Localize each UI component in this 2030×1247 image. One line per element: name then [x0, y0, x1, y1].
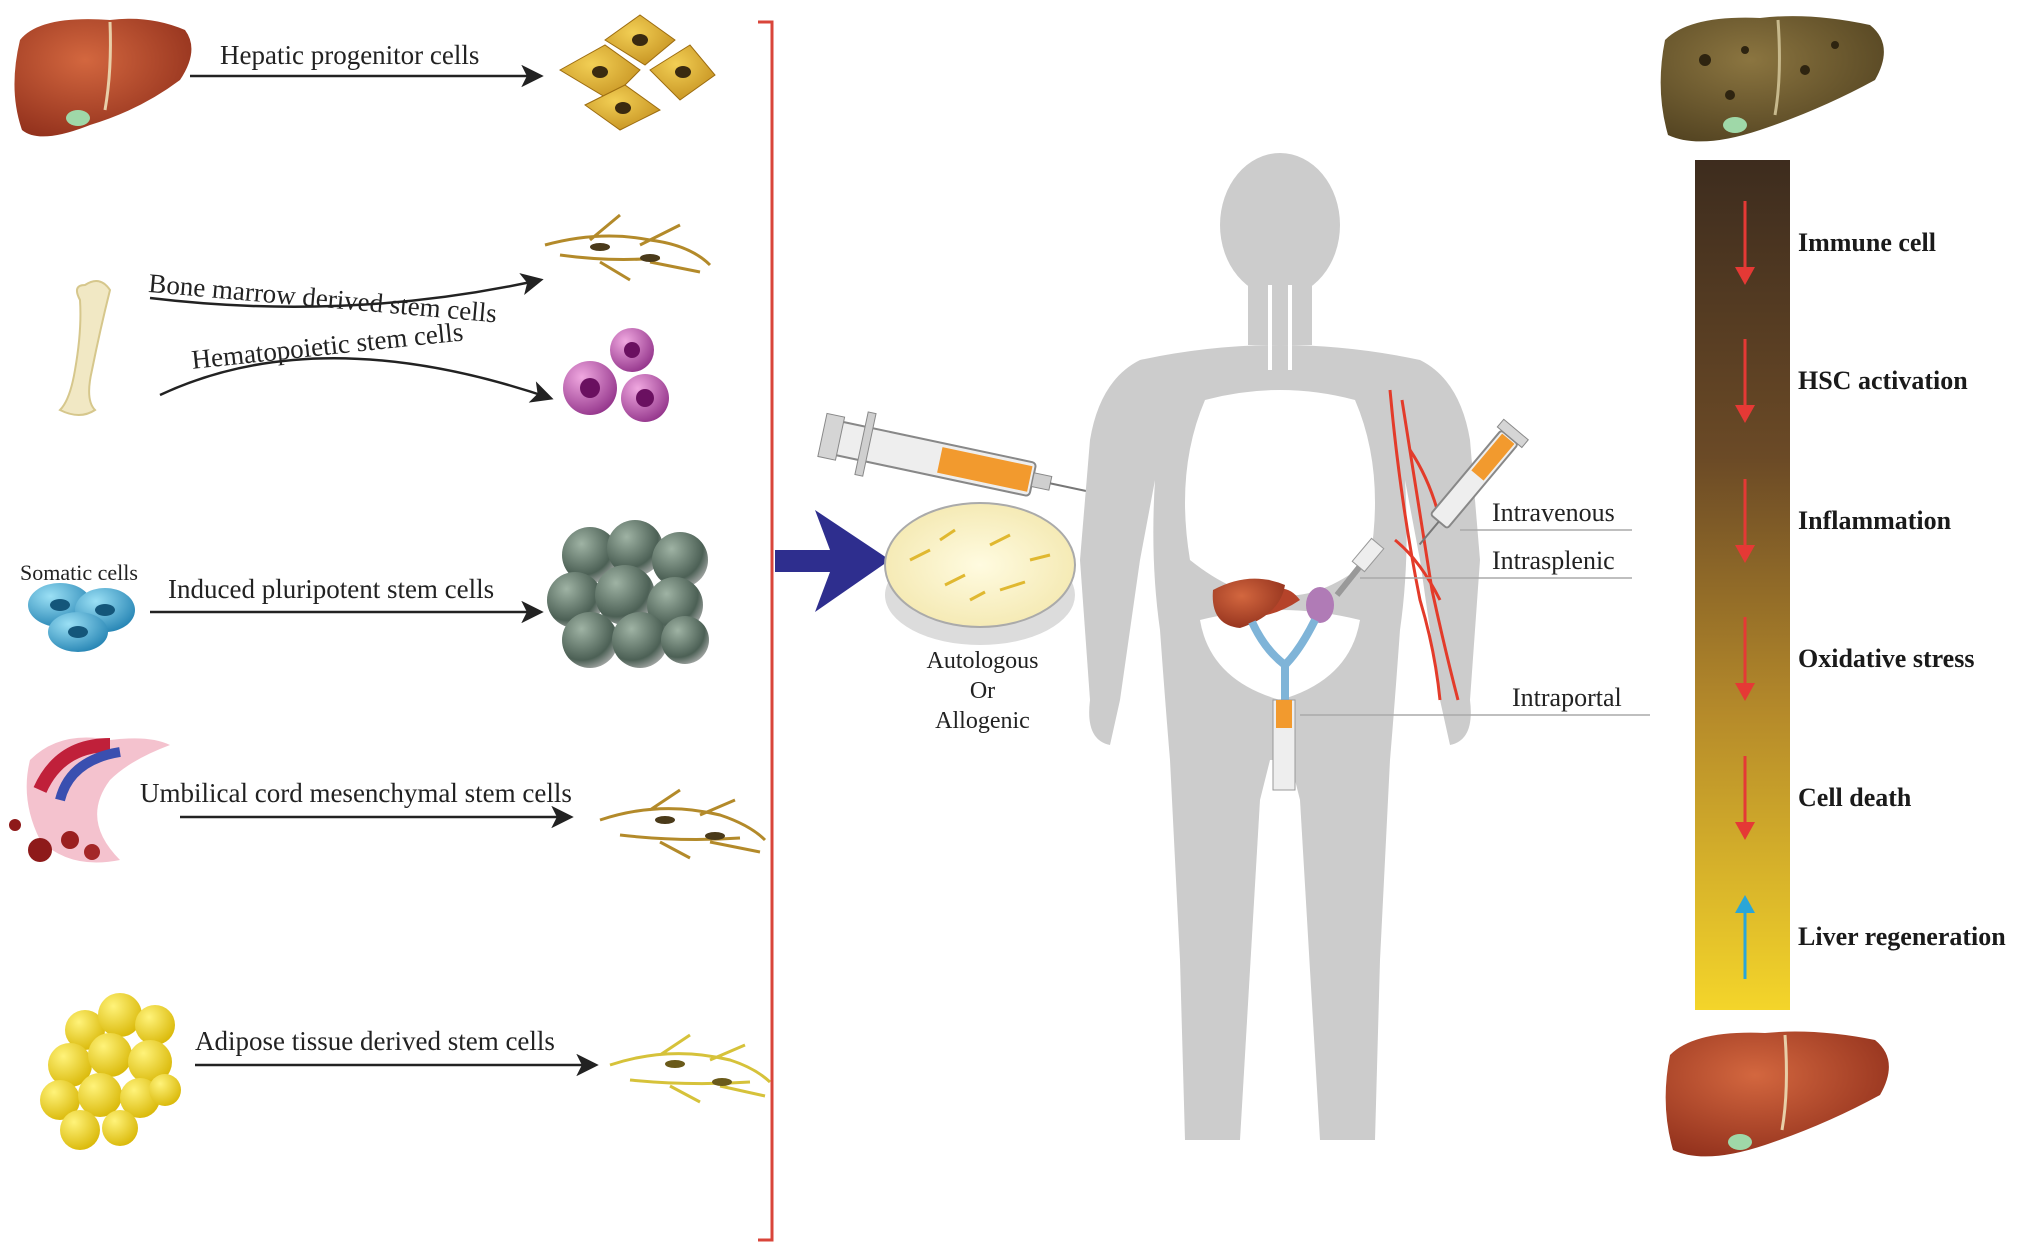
arrow-down-icon — [1735, 267, 1755, 285]
ipsc-cells-icon — [547, 520, 709, 668]
arrow-down-icon — [1735, 545, 1755, 563]
diseased-liver-icon — [1660, 16, 1884, 142]
arm-syringe-icon — [1418, 418, 1529, 546]
source-bracket — [758, 20, 774, 1242]
label-hepatic-progenitor: Hepatic progenitor cells — [220, 40, 480, 70]
syringe-icon — [817, 411, 1092, 497]
arrow-down-icon — [1735, 405, 1755, 423]
healthy-liver-icon — [1665, 1031, 1889, 1157]
arrow-down-icon — [1735, 683, 1755, 701]
effect-arrows — [1735, 201, 1755, 979]
label-intraportal: Intraportal — [1512, 683, 1622, 712]
umbilical-msc-icon — [599, 788, 767, 860]
effect-inflammation: Inflammation — [1798, 506, 1952, 535]
adipose-tissue-icon — [40, 993, 181, 1150]
liver-icon — [14, 18, 192, 137]
arrow-hematopoietic — [159, 357, 554, 403]
label-intravenous: Intravenous — [1492, 498, 1615, 527]
petri-dish-icon — [884, 502, 1076, 645]
label-somatic: Somatic cells — [20, 560, 138, 585]
arrow-up-icon — [1735, 895, 1755, 913]
effect-oxidative-stress: Oxidative stress — [1798, 644, 1975, 673]
hematopoietic-cells-icon — [563, 328, 669, 422]
big-arrow-icon — [775, 510, 890, 612]
gradient-bar — [1695, 160, 1790, 1010]
label-culture: Autologous Or Allogenic — [900, 646, 1065, 736]
arrow-down-icon — [1735, 822, 1755, 840]
effect-liver-regeneration: Liver regeneration — [1798, 922, 2006, 951]
somatic-cells-icon — [28, 583, 135, 652]
label-umbilical: Umbilical cord mesenchymal stem cells — [140, 778, 572, 808]
mesenchymal-cells-icon — [544, 213, 712, 282]
umbilical-cord-icon — [9, 737, 170, 863]
internal-organs-icon — [1185, 285, 1385, 791]
effect-hsc-activation: HSC activation — [1798, 366, 1968, 395]
effect-cell-death: Cell death — [1798, 783, 1912, 812]
bone-icon — [58, 280, 112, 416]
label-autologous: Autologous — [926, 648, 1039, 674]
adipose-msc-icon — [609, 1033, 772, 1104]
label-adipose: Adipose tissue derived stem cells — [195, 1026, 555, 1056]
label-or: Or — [969, 678, 996, 704]
arrow-bone-marrow — [149, 273, 544, 308]
effect-immune-cell: Immune cell — [1798, 228, 1936, 257]
label-intrasplenic: Intrasplenic — [1492, 546, 1615, 575]
label-ipsc: Induced pluripotent stem cells — [168, 574, 495, 604]
label-allogenic: Allogenic — [935, 708, 1030, 734]
hepatic-cells-icon — [559, 14, 716, 131]
